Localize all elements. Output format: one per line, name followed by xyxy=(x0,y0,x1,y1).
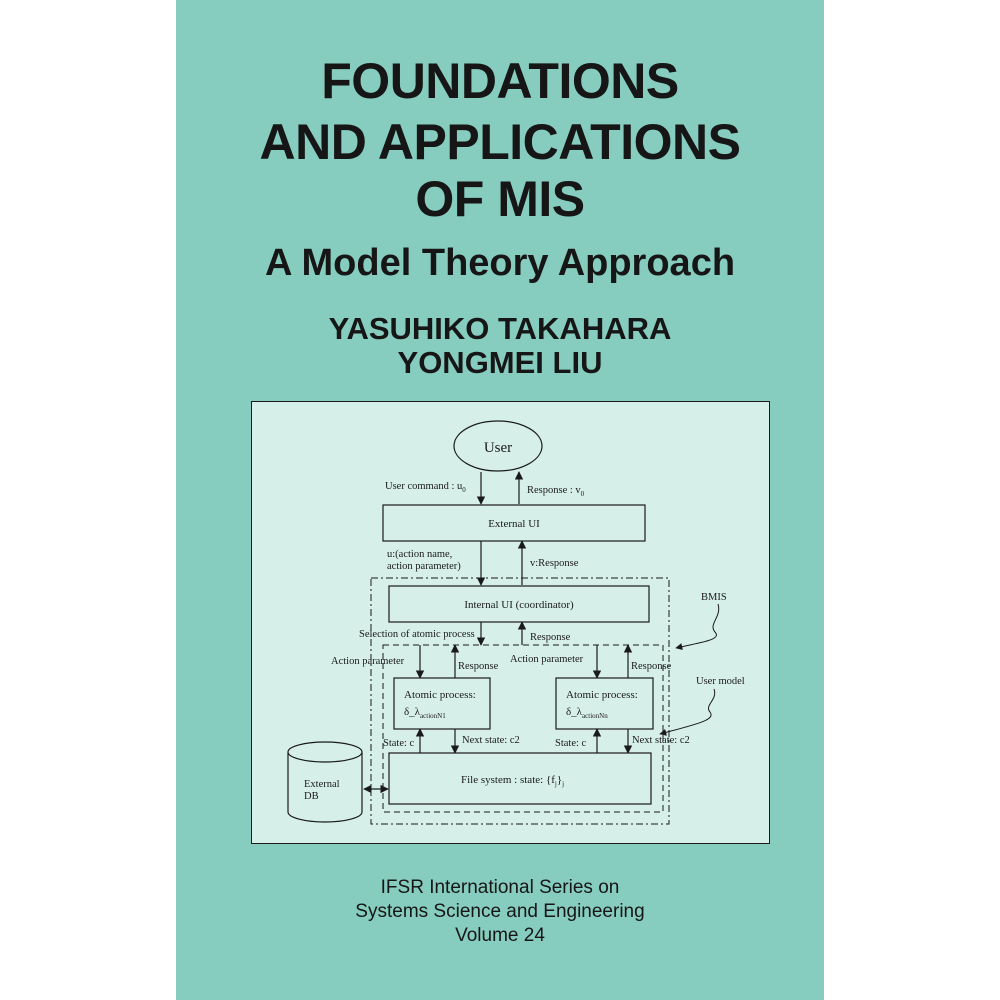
series-line-1: IFSR International Series on xyxy=(380,877,620,898)
mis-architecture-diagram: User User command : u0 Response : v0 Ext… xyxy=(251,401,770,844)
response-left-label: Response xyxy=(458,661,499,672)
external-ui-box xyxy=(382,504,646,542)
title-line-1: FOUNDATIONS xyxy=(321,53,679,109)
selection-label: Selection of atomic process xyxy=(359,629,475,640)
author-2: YONGMEI LIU xyxy=(397,345,603,380)
atomic-process-nn-title: Atomic process: xyxy=(566,689,638,701)
user-label: User xyxy=(484,440,512,456)
bmis-pointer xyxy=(675,603,720,650)
action-param-left-label: Action parameter xyxy=(331,656,405,667)
user-node xyxy=(453,420,543,472)
response-right-label: Response xyxy=(631,661,672,672)
author-1: YASUHIKO TAKAHARA xyxy=(328,311,672,346)
bmis-boundary xyxy=(370,577,670,825)
series-line-2: Systems Science and Engineering xyxy=(355,901,645,922)
title-line-2: AND APPLICATIONS xyxy=(259,114,741,170)
user-model-label: User model xyxy=(696,676,745,687)
external-db-top xyxy=(287,741,363,763)
user-command-label: User command : u0 xyxy=(385,481,466,494)
state-left-label: State: c xyxy=(383,738,415,749)
bmis-label: BMIS xyxy=(701,592,727,603)
file-system-label: File system : state: {fj}j xyxy=(461,774,564,788)
state-right-label: State: c xyxy=(555,738,587,749)
internal-ui-label: Internal UI (coordinator) xyxy=(464,599,574,611)
user-model-pointer xyxy=(659,688,716,736)
next-state-left-label: Next state: c2 xyxy=(462,735,520,746)
u-action-line-2: action parameter) xyxy=(387,561,461,572)
v-response-label: v:Response xyxy=(530,558,579,569)
atomic-process-nn-box xyxy=(555,677,654,730)
book-cover: FOUNDATIONS AND APPLICATIONS OF MIS A Mo… xyxy=(176,0,824,1000)
title-line-3: OF MIS xyxy=(415,171,585,227)
next-state-right-label: Next state: c2 xyxy=(632,735,690,746)
response-v0-label: Response : v0 xyxy=(527,485,585,498)
external-db-line-2: DB xyxy=(304,791,319,802)
atomic-process-nn-formula: δ_λactionNn xyxy=(566,706,608,720)
subtitle: A Model Theory Approach xyxy=(264,242,736,284)
user-model-boundary xyxy=(382,644,664,813)
diagram-svg: User User command : u0 Response : v0 Ext… xyxy=(287,420,745,825)
internal-response-label: Response xyxy=(530,632,571,643)
action-param-right-label: Action parameter xyxy=(510,654,584,665)
atomic-process-n1-box xyxy=(393,677,491,730)
external-ui-label: External UI xyxy=(488,518,540,530)
atomic-process-n1-title: Atomic process: xyxy=(404,689,476,701)
series-volume: Volume 24 xyxy=(455,925,545,946)
external-db-cylinder xyxy=(287,752,363,823)
external-db-line-1: External xyxy=(304,779,340,790)
file-system-box xyxy=(388,752,652,805)
atomic-process-n1-formula: δ_λactionN1 xyxy=(404,706,446,720)
u-action-line-1: u:(action name, xyxy=(387,549,452,560)
